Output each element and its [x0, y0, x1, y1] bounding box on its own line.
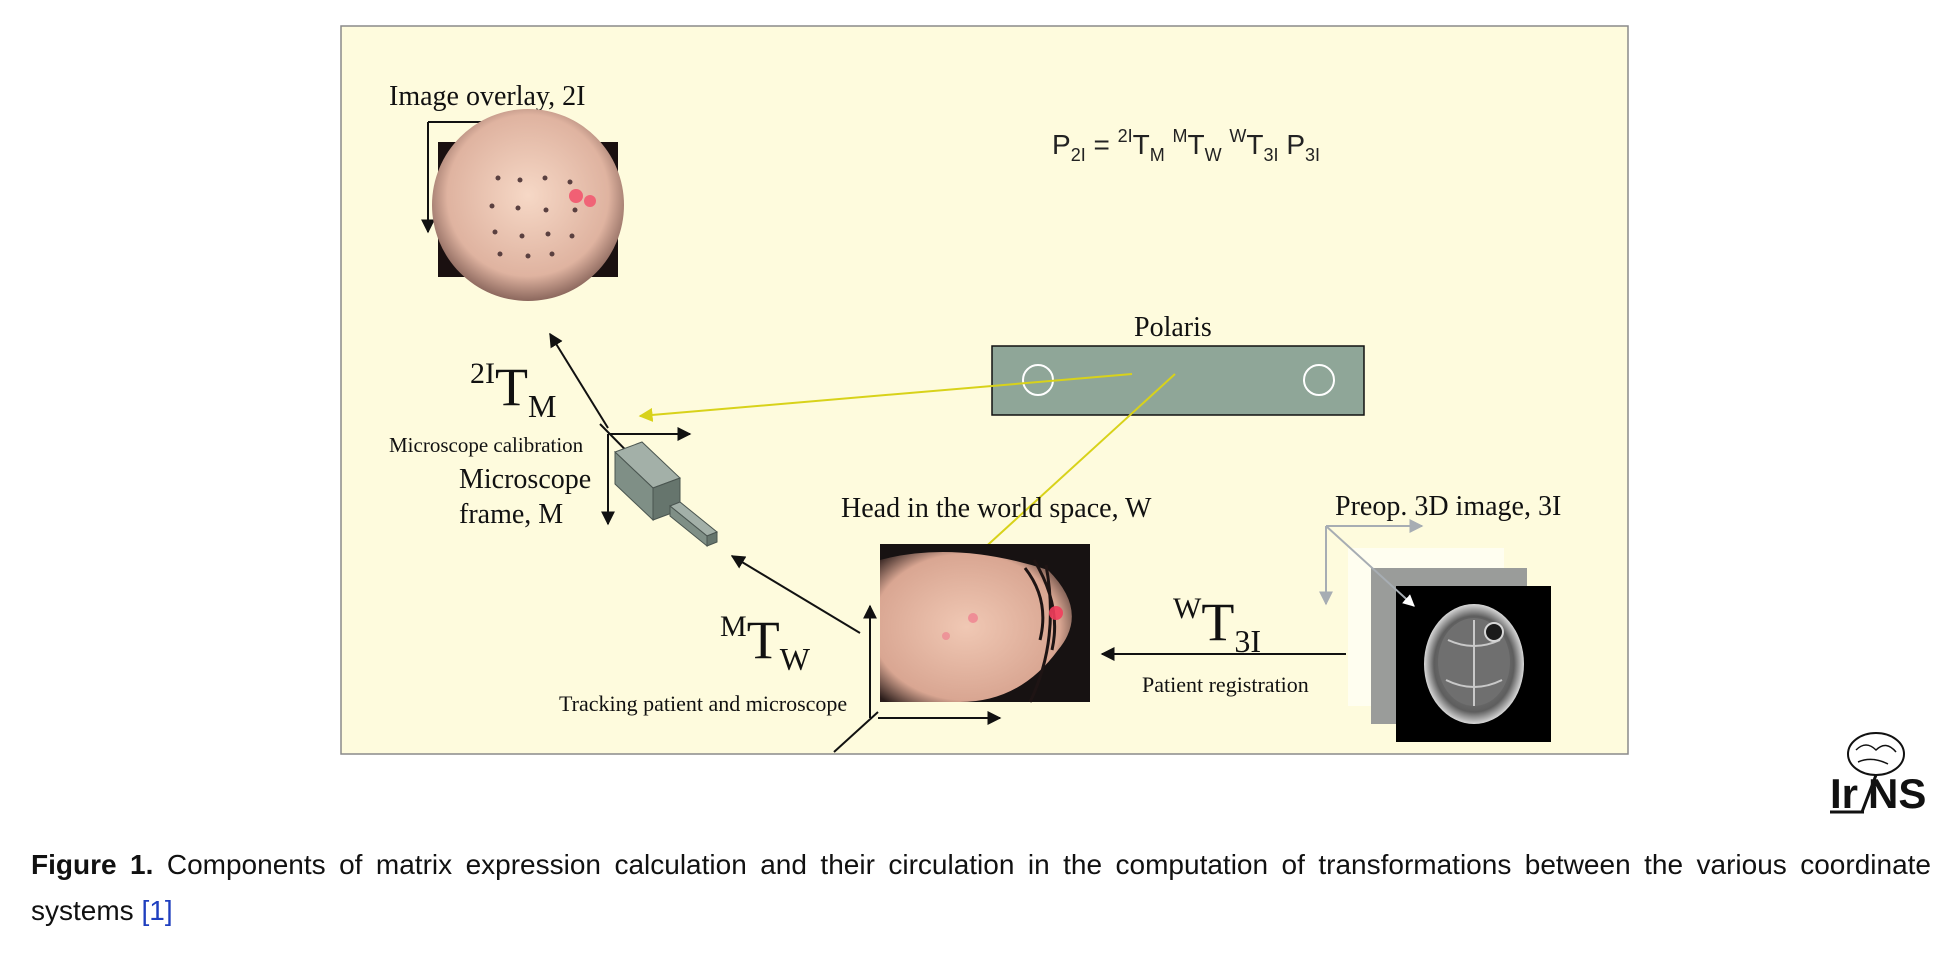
polaris-label: Polaris [1134, 312, 1212, 343]
brain-logo-icon [1847, 732, 1905, 776]
ray-to-microscope [638, 373, 1133, 422]
arrow-microscope-to-overlay [549, 332, 609, 429]
figure-label: Figure 1. [31, 849, 154, 880]
t-m-w-label: MTW [720, 610, 811, 677]
microscope-frame-label-line1: Microscope [459, 464, 591, 495]
microscope-calibration-label: Microscope calibration [389, 433, 584, 457]
logo-text: NS [1868, 770, 1926, 817]
logo-letters-ir: Ir [1830, 770, 1858, 817]
tracking-label: Tracking patient and microscope [559, 691, 847, 716]
transform-equation: P2I = 2ITM MTW WT3I P3I [1052, 126, 1320, 165]
head-photo [880, 544, 1090, 703]
preop-image-stack [1325, 525, 1551, 742]
patient-registration-label: Patient registration [1142, 672, 1309, 697]
journal-logo: Ir NS [1830, 732, 1926, 817]
figure-diagram: Image overlay, 2I P2I = 2ITM MTW WT3I P3… [340, 25, 1926, 817]
arrow-head-to-microscope [730, 555, 861, 634]
microscope-model [614, 441, 718, 548]
figure-caption: Figure 1. Components of matrix expressio… [31, 842, 1931, 934]
world-axis-z [833, 711, 879, 753]
microscope-frame-label-line2: frame, M [459, 499, 563, 530]
reference-link[interactable]: [1] [141, 895, 173, 926]
overlay-photo [432, 109, 624, 301]
preop-label: Preop. 3D image, 3I [1335, 491, 1561, 522]
image-overlay-label: Image overlay, 2I [389, 81, 585, 112]
head-world-label: Head in the world space, W [841, 493, 1152, 524]
polaris-camera-right [1303, 364, 1335, 396]
caption-text: Components of matrix expression calculat… [31, 849, 1931, 926]
t-2i-m-label: 2ITM [470, 357, 556, 424]
